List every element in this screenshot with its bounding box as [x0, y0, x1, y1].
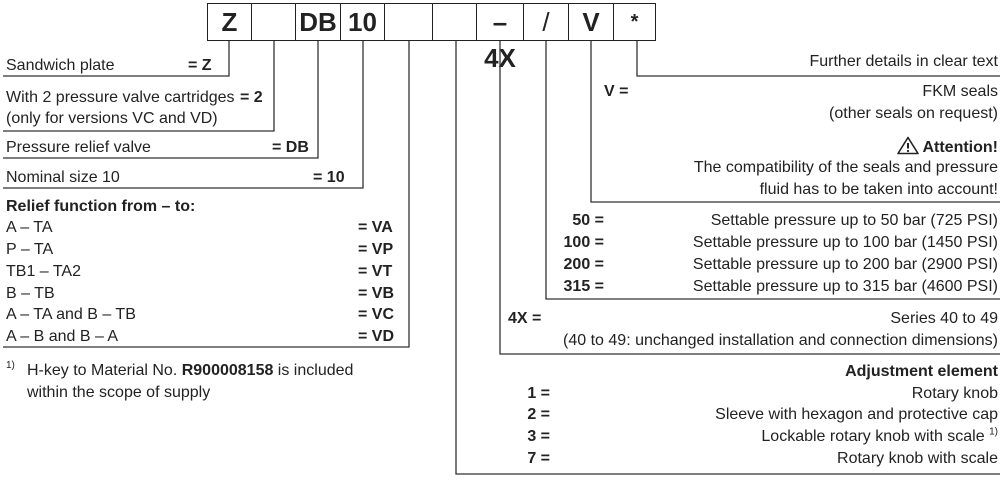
relief-label: Pressure relief valve [6, 139, 151, 156]
size-code: = 10 [313, 169, 345, 186]
function-label-vt: TB1 – TA2 [6, 263, 81, 280]
footnote-post: is included [273, 362, 354, 379]
footnote-mark: 1) [6, 360, 15, 371]
sandwich-code: = Z [188, 57, 212, 74]
function-title: Relief function from – to: [6, 198, 196, 215]
pressure-text-50: Settable pressure up to 50 bar (725 PSI) [710, 212, 998, 229]
function-code-va: = VA [358, 219, 393, 236]
adjust-text-3-label: Lockable rotary knob with scale [761, 428, 985, 445]
code-box-asterisk: * [613, 3, 656, 41]
footnote-pre: H-key to Material No. [27, 362, 182, 379]
sandwich-label: Sandwich plate [6, 57, 115, 74]
function-label-va: A – TA [6, 219, 53, 236]
compat-line2: fluid has to be taken into account! [759, 181, 998, 198]
pressure-text-100: Settable pressure up to 100 bar (1450 PS… [692, 234, 998, 251]
series-code: 4X = [508, 310, 542, 327]
footnote-line2: within the scope of supply [27, 384, 211, 401]
adjust-code-1: 1 = [527, 385, 550, 402]
function-code-vt: = VT [358, 263, 393, 280]
adjust-code-2: 2 = [527, 406, 550, 423]
series-note: (40 to 49: unchanged installation and co… [563, 332, 998, 349]
adjust-text-3: Lockable rotary knob with scale 1) [761, 427, 998, 447]
function-label-vd: A – B and B – A [6, 328, 119, 345]
adjust-code-3: 3 = [527, 428, 550, 445]
function-code-vb: = VB [358, 285, 395, 302]
attention-heading: Attention! [897, 136, 998, 158]
relief-code: = DB [272, 139, 309, 156]
pressure-code-315: 315 = [563, 278, 604, 295]
adjust-code-7: 7 = [527, 450, 550, 467]
code-box-db: DB [295, 3, 341, 41]
adjust-text-2: Sleeve with hexagon and protective cap [715, 406, 998, 423]
series-text: Series 40 to 49 [890, 310, 998, 327]
adjust-footnote-ref: 1) [989, 426, 998, 438]
fkm-seals: FKM seals [922, 83, 998, 100]
pressure-code-200: 200 = [563, 256, 604, 273]
function-label-vp: P – TA [6, 241, 54, 258]
other-seals-note: (other seals on request) [829, 105, 998, 122]
function-code-vp: = VP [358, 241, 394, 258]
adjust-title: Adjustment element [845, 363, 998, 380]
cartridges-note: (only for versions VC and VD) [6, 110, 218, 127]
attention-label: Attention! [922, 139, 998, 156]
warning-icon [897, 136, 920, 155]
adjust-text-7: Rotary knob with scale [837, 450, 998, 467]
pressure-code-100: 100 = [563, 234, 604, 251]
compat-line1: The compatibility of the seals and press… [693, 159, 998, 176]
function-label-vc: A – TA and B – TB [6, 306, 136, 323]
footnote-material-number: R900008158 [181, 362, 274, 379]
footnote-line1: H-key to Material No. R900008158 is incl… [27, 361, 353, 381]
cartridges-label: With 2 pressure valve cartridges [6, 89, 235, 106]
function-label-vb: B – TB [6, 285, 55, 302]
function-code-vc: = VC [358, 306, 395, 323]
pressure-text-315: Settable pressure up to 315 bar (4600 PS… [692, 278, 998, 295]
v-code: V = [604, 83, 629, 100]
further-details: Further details in clear text [809, 53, 998, 70]
pressure-code-50: 50 = [572, 212, 604, 229]
pressure-text-200: Settable pressure up to 200 bar (2900 PS… [692, 256, 998, 273]
cartridges-code: = 2 [240, 89, 263, 106]
adjust-text-1: Rotary knob [911, 385, 998, 402]
code-box-10: 10 [340, 3, 385, 41]
size-label: Nominal size 10 [6, 169, 120, 186]
function-code-vd: = VD [358, 328, 395, 345]
